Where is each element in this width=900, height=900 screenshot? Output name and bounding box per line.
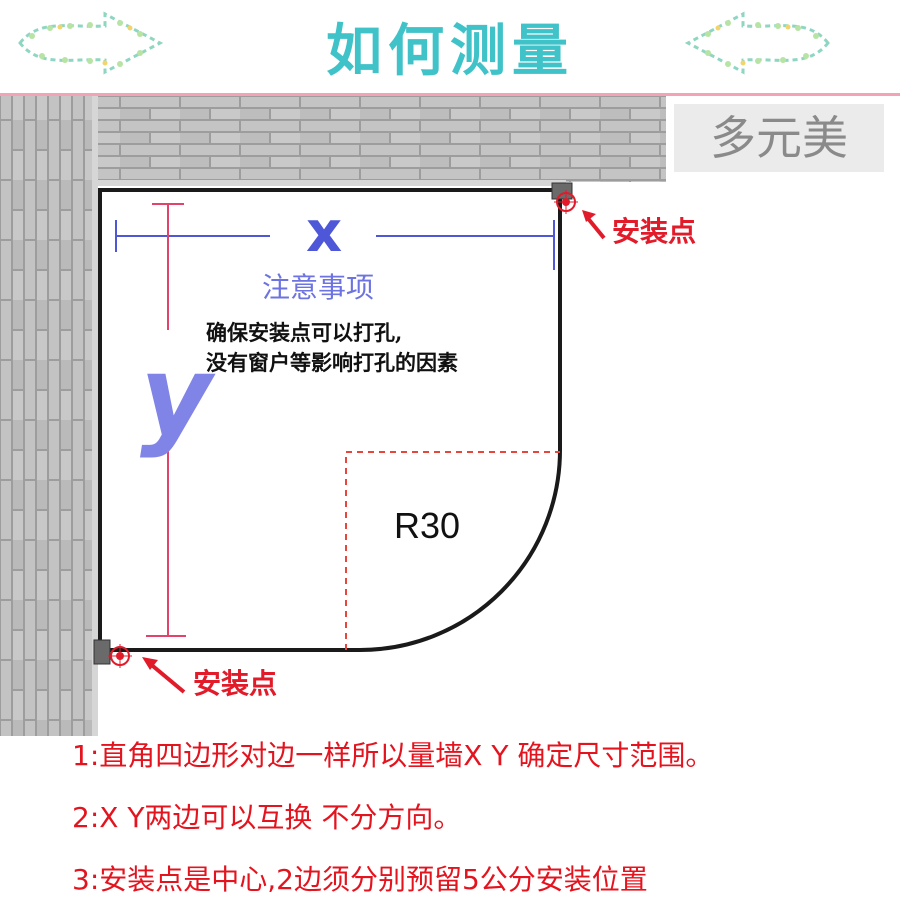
notice-line: 确保安装点可以打孔, (206, 320, 403, 345)
arrow-top-icon (582, 210, 606, 240)
header-divider (0, 93, 900, 96)
left-wall (0, 96, 96, 736)
note-item: 1:直角四边形对边一样所以量墙X Y 确定尺寸范围。 (72, 739, 714, 772)
install-point-top-icon (551, 182, 578, 214)
notice-body: 确保安装点可以打孔, 没有窗户等影响打孔的因素 (206, 318, 458, 378)
header: 如何测量 (0, 0, 900, 95)
notice-title: 注意事项 (262, 271, 375, 304)
note-item: 3:安装点是中心,2边须分别预留5公分安装位置 (72, 863, 648, 896)
measurement-diagram (0, 96, 666, 736)
top-wall (96, 96, 666, 182)
note-item: 2:X Y两边可以互换 不分方向。 (72, 801, 462, 834)
install-point-bottom-icon (93, 639, 132, 668)
shower-frame (98, 188, 562, 652)
radius-label: R30 (394, 505, 461, 546)
y-label: y (140, 332, 212, 460)
arrow-bottom-icon (142, 657, 186, 694)
notice-line: 没有窗户等影响打孔的因素 (206, 350, 458, 375)
vine-arrow-right-icon (684, 11, 830, 75)
wall-edge-left (92, 96, 98, 736)
page-title: 如何测量 (326, 19, 574, 84)
install-point-label-top: 安装点 (612, 215, 697, 248)
wall-edge-top (96, 180, 566, 186)
brand-watermark: 多元美 (674, 104, 884, 172)
vine-arrow-left-icon (18, 11, 164, 75)
install-point-label-bottom: 安装点 (193, 667, 278, 700)
x-label: x (306, 200, 343, 265)
radius-guide (345, 451, 560, 650)
